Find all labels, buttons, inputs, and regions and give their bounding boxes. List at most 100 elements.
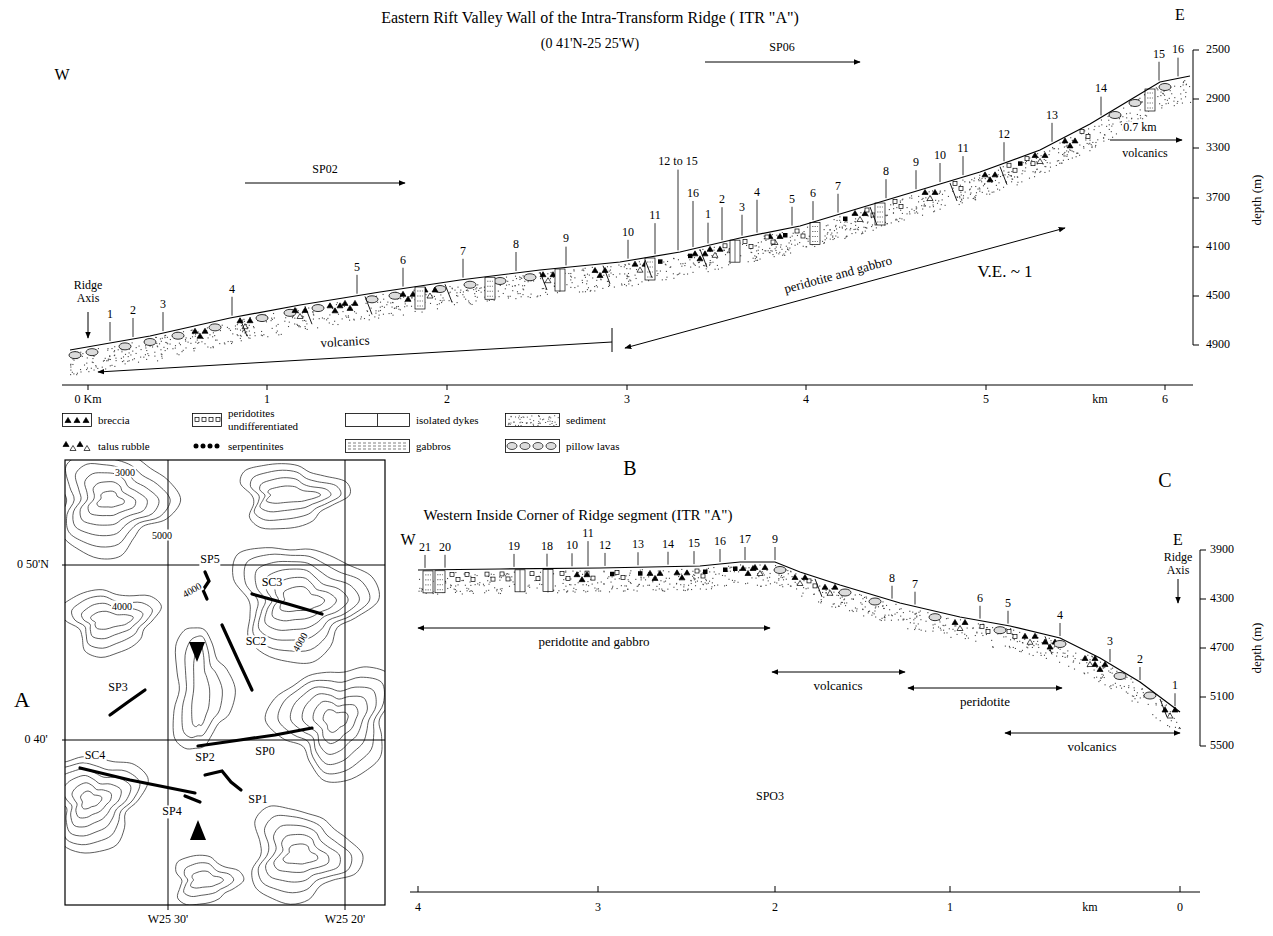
sediment-dot — [526, 593, 527, 594]
sediment-dot — [192, 330, 193, 331]
sediment-dot — [406, 305, 407, 306]
sediment-dot — [292, 317, 293, 318]
seafloor-line — [70, 76, 1190, 350]
sediment-dot — [157, 360, 158, 361]
sediment-dot — [718, 269, 719, 270]
sediment-dot — [979, 187, 980, 188]
sediment-dot — [1070, 150, 1071, 151]
talus-symbol — [707, 246, 713, 251]
sediment-dot — [443, 300, 444, 301]
sediment-dot — [760, 258, 761, 259]
sediment-dot — [590, 291, 591, 292]
sediment-dot — [1164, 95, 1165, 96]
sediment-dot — [1073, 662, 1074, 663]
sediment-dot — [528, 281, 529, 282]
sediment-dot — [775, 248, 776, 249]
sediment-dot — [1003, 170, 1004, 171]
sediment-dot — [508, 296, 509, 297]
sediment-dot — [865, 231, 866, 232]
sediment-dot — [1133, 696, 1134, 697]
sediment-dot — [960, 192, 961, 193]
sediment-dot — [419, 579, 420, 580]
sediment-dot — [439, 303, 440, 304]
gabbro-hatch — [812, 236, 818, 237]
sediment-dot — [933, 204, 934, 205]
sediment-dot — [678, 274, 679, 275]
sediment-dot — [1072, 157, 1073, 158]
sediment-dot — [716, 258, 717, 259]
sediment-dot — [460, 292, 461, 293]
sediment-dot — [220, 330, 221, 331]
sediment-dot — [855, 218, 856, 219]
sediment-dot — [862, 598, 863, 599]
sediment-dot — [866, 598, 867, 599]
sediment-dot — [988, 191, 989, 192]
sediment-dot — [630, 268, 631, 269]
sediment-dot — [1108, 120, 1109, 121]
sediment-dot — [847, 222, 848, 223]
sediment-dot — [551, 272, 552, 273]
sediment-dot — [145, 354, 146, 355]
sediment-dot — [473, 593, 474, 594]
sediment-dot — [902, 199, 903, 200]
sediment-dot — [925, 631, 926, 632]
peridotite-symbol — [771, 240, 775, 244]
sediment-dot — [468, 290, 469, 291]
sediment-dot — [1019, 651, 1020, 652]
sediment-dot — [602, 288, 603, 289]
sediment-dot — [1148, 704, 1149, 705]
sediment-dot — [637, 586, 638, 587]
sediment-dot — [782, 232, 783, 233]
sediment-dot — [976, 192, 977, 193]
sediment-dot — [1049, 638, 1050, 639]
sediment-dot — [772, 254, 773, 255]
sediment-dot — [1029, 178, 1030, 179]
sediment-dot — [488, 584, 489, 585]
sediment-dot — [154, 352, 155, 353]
sediment-dot — [624, 284, 625, 285]
sediment-dot — [565, 586, 566, 587]
sediment-dot — [477, 583, 478, 584]
sediment-dot — [979, 177, 980, 178]
sediment-dot — [563, 579, 564, 580]
sediment-dot — [681, 569, 682, 570]
sediment-dot — [627, 276, 628, 277]
sediment-dot — [478, 290, 479, 291]
sediment-dot — [329, 322, 330, 323]
sediment-dot — [901, 218, 902, 219]
sediment-dot — [978, 179, 979, 180]
sediment-dot — [911, 195, 912, 196]
peridotite-symbol — [893, 200, 897, 204]
sediment-dot — [267, 336, 268, 337]
peridotite-symbol — [865, 208, 869, 212]
sediment-dot — [961, 200, 962, 201]
fault-line — [950, 183, 957, 201]
serpentinite-symbol — [843, 217, 848, 222]
breccia-symbol — [1067, 143, 1073, 148]
sediment-dot — [861, 595, 862, 596]
sediment-dot — [649, 585, 650, 586]
sediment-dot — [584, 275, 585, 276]
sediment-dot — [1035, 172, 1036, 173]
sediment-dot — [108, 360, 109, 361]
sediment-dot — [890, 204, 891, 205]
serpentinite-symbol — [783, 233, 788, 238]
sediment-dot — [627, 276, 628, 277]
sediment-dot — [1161, 92, 1162, 93]
sediment-dot — [610, 272, 611, 273]
sediment-dot — [276, 332, 277, 333]
sediment-dot — [756, 257, 757, 258]
sediment-dot — [913, 623, 914, 624]
sediment-dot — [1141, 101, 1142, 102]
sediment-dot — [278, 324, 279, 325]
sediment-dot — [943, 625, 944, 626]
sediment-dot — [665, 264, 666, 265]
sediment-dot — [563, 589, 564, 590]
sediment-dot — [437, 308, 438, 309]
sediment-dot — [487, 580, 488, 581]
sediment-dot — [1005, 646, 1006, 647]
sediment-dot — [758, 250, 759, 251]
sediment-dot — [772, 234, 773, 235]
sediment-dot — [624, 266, 625, 267]
gabbro-hatch — [487, 296, 493, 297]
